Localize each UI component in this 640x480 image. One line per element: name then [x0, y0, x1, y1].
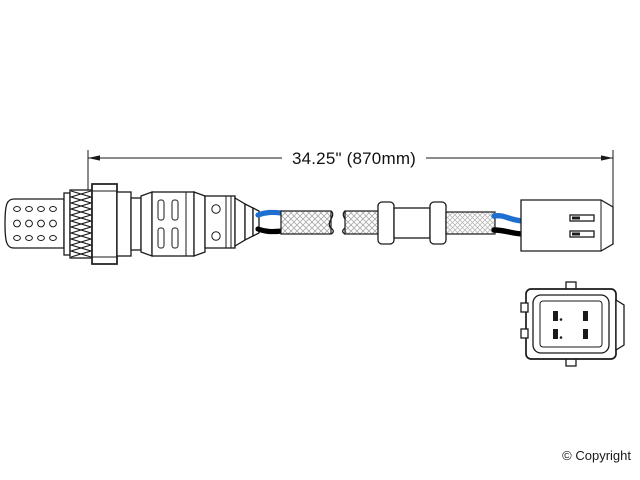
- braided-sheath-left: [280, 210, 332, 235]
- shield-holes: [13, 206, 57, 241]
- connector-latch-slot-bottom: [569, 230, 595, 238]
- braided-sheath-right: [445, 211, 496, 235]
- connector-side-tab-upper: [520, 302, 529, 313]
- connector-latch-slot-top: [569, 214, 595, 222]
- connector-face: [520, 281, 625, 367]
- threaded-section: [63, 189, 94, 259]
- pin-top-left: [553, 311, 558, 321]
- inline-grommet: [377, 201, 447, 245]
- blue-wire-left: [255, 209, 285, 218]
- connector-housing: [520, 199, 614, 252]
- pin-bottom-left: [553, 329, 558, 339]
- black-wire-left: [255, 226, 285, 235]
- braided-sheath-mid: [344, 210, 380, 235]
- hex-nut: [91, 183, 132, 265]
- thread-hatching: [68, 190, 94, 258]
- dimension-label: 34.25" (870mm): [292, 149, 416, 168]
- vent-slots: [157, 199, 179, 249]
- mid-collar: [204, 195, 236, 249]
- wire-harness-left: [255, 209, 285, 235]
- dimension-arrow-left: [88, 155, 100, 161]
- connector-right-rib: [615, 298, 625, 352]
- sensor-shield-tip: [4, 198, 65, 249]
- connector-side-tab-lower: [520, 328, 529, 339]
- dimension-arrow-right: [601, 155, 613, 161]
- copyright-notice: © Copyright: [562, 448, 631, 463]
- connector-pins: [553, 311, 588, 339]
- dimension-annotation: 34.25" (870mm): [87, 149, 614, 212]
- pin-bottom-right: [583, 329, 588, 339]
- pin-top-right: [583, 311, 588, 321]
- sensor-body: [130, 191, 206, 257]
- connector-cavity: [539, 300, 603, 348]
